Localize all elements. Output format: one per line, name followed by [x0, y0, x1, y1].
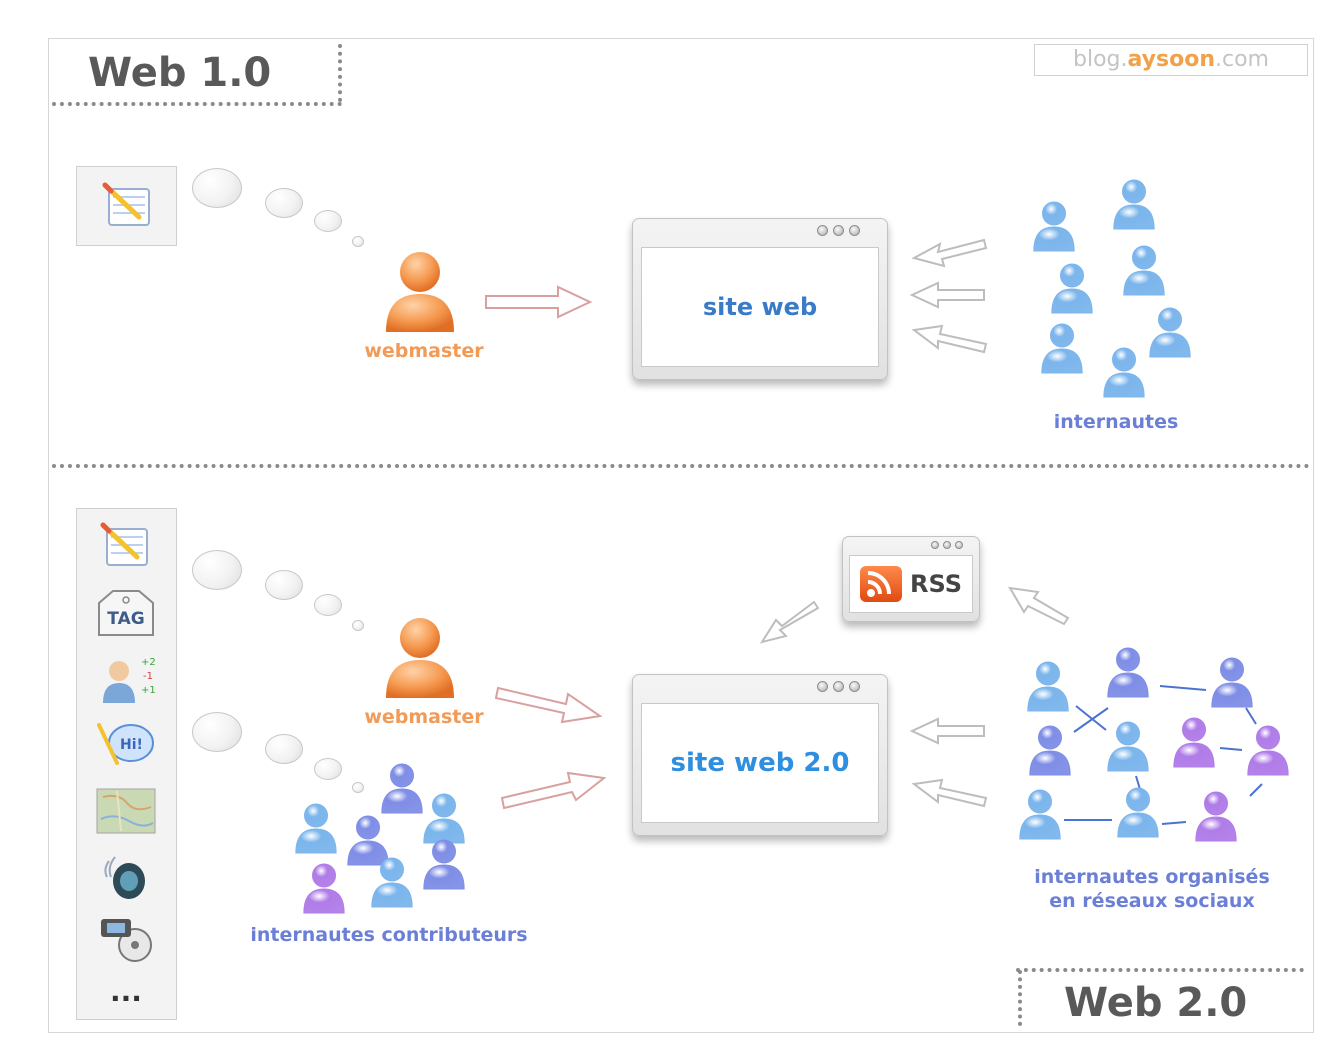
speaker-icon — [104, 856, 145, 899]
thought-bubble-medium — [265, 188, 303, 218]
web1-title: Web 1.0 — [88, 50, 272, 96]
user-icon — [1211, 657, 1253, 708]
window-dot — [817, 681, 828, 692]
site-web-window: site web — [632, 218, 888, 380]
tag-icon-label: TAG — [107, 609, 145, 629]
window-dot — [817, 225, 828, 236]
arrow-up-left-icon — [1008, 586, 1070, 626]
thought-bubble-small — [314, 758, 342, 780]
window-dot — [833, 681, 844, 692]
window-dot — [943, 541, 951, 549]
user-icon — [1117, 787, 1159, 838]
svg-text:-1: -1 — [143, 671, 153, 682]
rss-label: RSS — [910, 570, 962, 598]
user-icon — [423, 793, 465, 844]
webmaster-icon — [386, 252, 454, 332]
web1-title-divider — [338, 44, 342, 102]
window-dot — [849, 681, 860, 692]
social-label-line1: internautes organisés — [1034, 866, 1270, 888]
web2-title-overline — [1016, 968, 1304, 972]
chat-bubble-icon: Hi! — [97, 723, 154, 765]
user-icon — [1033, 201, 1075, 252]
thought-bubble-tiny — [352, 782, 364, 793]
tag-icon: TAG — [95, 589, 157, 637]
arrow-left-icon — [911, 238, 988, 268]
rss-feed-icon — [860, 566, 902, 602]
thought-bubble-large — [192, 550, 242, 590]
site-web-label: site web — [702, 293, 818, 321]
diagram-frame — [48, 38, 1314, 1033]
window-dot — [931, 541, 939, 549]
svg-text:Hi!: Hi! — [120, 737, 143, 753]
window-dot — [849, 225, 860, 236]
contributeurs-label: internautes contributeurs — [250, 924, 528, 946]
web2-tool-panel: TAG +2 -1 +1 Hi! ... — [76, 508, 177, 1020]
thought-bubble-medium — [265, 734, 303, 764]
user-icon — [1027, 661, 1069, 712]
thought-bubble-large — [192, 168, 242, 208]
notepad-pencil-icon — [100, 522, 148, 566]
user-icon — [381, 763, 423, 814]
arrow-right-icon — [494, 686, 603, 724]
user-icon — [1247, 725, 1289, 776]
user-icon — [1149, 307, 1191, 358]
svg-text:+2: +2 — [141, 657, 156, 668]
web2-title: Web 2.0 — [1064, 980, 1248, 1026]
rss-window: RSS — [842, 536, 980, 622]
thought-bubble-large — [192, 712, 242, 752]
web2-title-divider — [1018, 970, 1022, 1026]
user-icon — [1041, 323, 1083, 374]
user-icon — [1113, 179, 1155, 230]
user-icon — [303, 863, 345, 914]
user-icon — [1195, 791, 1237, 842]
arrow-down-left-icon — [759, 600, 820, 644]
site-web-2-window: site web 2.0 — [632, 674, 888, 836]
arrow-right-icon — [500, 771, 607, 810]
social-label-line2: en réseaux sociaux — [1049, 890, 1255, 912]
thought-bubble-tiny — [352, 620, 364, 631]
thought-bubble-small — [314, 594, 342, 616]
watermark: blog.aysoon.com — [1034, 44, 1308, 76]
thought-bubble-small — [314, 210, 342, 232]
site-web-2-label: site web 2.0 — [670, 748, 850, 778]
window-dot — [955, 541, 963, 549]
user-icon — [1173, 717, 1215, 768]
user-icon — [423, 839, 465, 890]
user-icon — [295, 803, 337, 854]
web1-internautes-label: internautes — [1053, 411, 1179, 433]
window-dot — [833, 225, 844, 236]
user-icon — [1103, 347, 1145, 398]
web1-title-underline — [52, 102, 342, 106]
user-icon — [1029, 725, 1071, 776]
arrow-left-icon — [909, 717, 985, 745]
web2-webmaster-label: webmaster — [364, 706, 484, 728]
arrow-right-icon — [485, 285, 593, 319]
more-tools-ellipsis: ... — [110, 975, 142, 1008]
user-icon — [1019, 789, 1061, 840]
arrow-left-icon — [911, 778, 988, 808]
arrow-left-icon — [911, 324, 988, 354]
webmaster-icon — [386, 618, 454, 698]
web1-tool-panel — [76, 166, 177, 246]
user-icon — [1107, 721, 1149, 772]
user-icon — [1107, 647, 1149, 698]
user-icon — [371, 857, 413, 908]
notepad-pencil-icon — [102, 182, 150, 226]
vote-user-icon: +2 -1 +1 — [103, 657, 156, 703]
thought-bubble-medium — [265, 570, 303, 600]
user-icon — [1051, 263, 1093, 314]
map-icon — [96, 788, 156, 834]
thought-bubble-tiny — [352, 236, 364, 247]
user-icon — [1123, 245, 1165, 296]
section-separator — [52, 464, 1310, 468]
svg-text:+1: +1 — [141, 685, 156, 696]
web1-webmaster-label: webmaster — [364, 340, 484, 362]
user-icon — [347, 815, 389, 866]
video-film-icon — [101, 919, 152, 962]
arrow-left-icon — [909, 281, 985, 309]
